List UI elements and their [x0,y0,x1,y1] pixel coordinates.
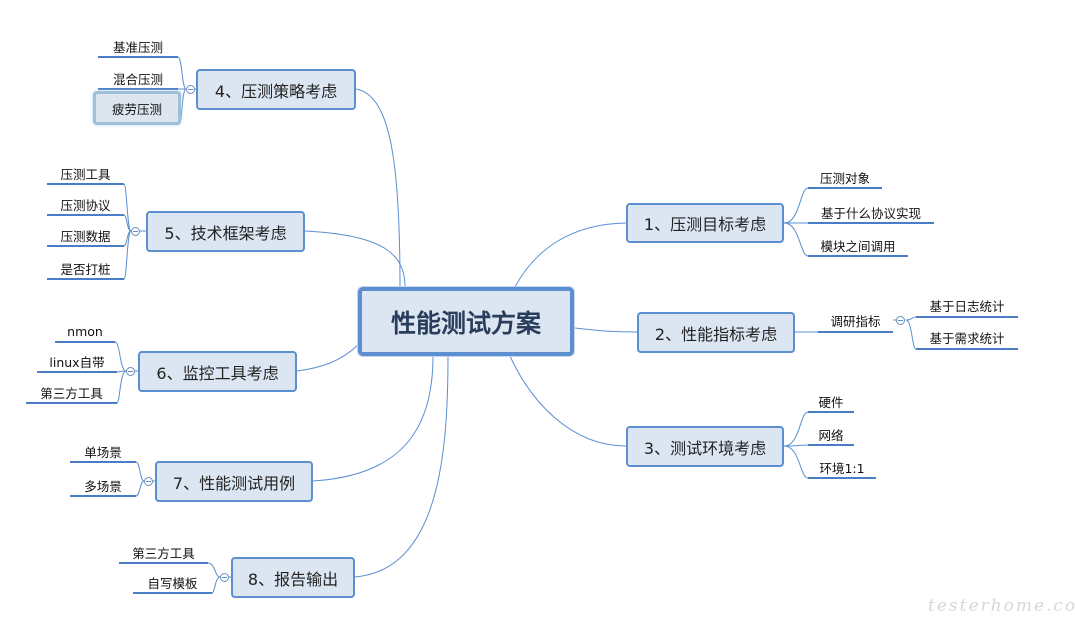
collapse-toggle-icon[interactable] [220,573,229,582]
watermark-text: testerhome.com [928,596,1075,616]
branch-topic-7[interactable]: 7、性能测试用例 [155,461,313,502]
leaf-topic-5-3[interactable]: 压测数据 [47,225,124,247]
leaf-topic-5-1[interactable]: 压测工具 [47,163,124,185]
leaf-topic-2-1[interactable]: 调研指标 [818,310,893,333]
collapse-toggle-icon[interactable] [126,367,135,376]
branch-topic-2[interactable]: 2、性能指标考虑 [637,312,795,353]
leaf-topic-3-1[interactable]: 硬件 [808,391,854,413]
leaf-topic-4-3-selected[interactable]: 疲劳压测 [93,91,181,125]
collapse-toggle-icon[interactable] [186,85,195,94]
branch-topic-8[interactable]: 8、报告输出 [231,557,355,598]
branch-topic-3[interactable]: 3、测试环境考虑 [626,426,784,467]
central-topic[interactable]: 性能测试方案 [358,287,574,356]
leaf-topic-6-1[interactable]: nmon [55,321,115,343]
branch-topic-4[interactable]: 4、压测策略考虑 [196,69,356,110]
collapse-toggle-icon[interactable] [896,316,905,325]
leaf-topic-3-2[interactable]: 网络 [808,424,854,446]
leaf-topic-7-2[interactable]: 多场景 [70,475,136,497]
leaf-topic-6-3[interactable]: 第三方工具 [26,382,117,404]
branch-topic-1[interactable]: 1、压测目标考虑 [626,203,784,243]
leaf-topic-1-2[interactable]: 基于什么协议实现 [808,202,934,224]
collapse-toggle-icon[interactable] [144,477,153,486]
leaf-topic-1-3[interactable]: 模块之间调用 [808,235,908,257]
leaf-topic-4-2[interactable]: 混合压测 [98,68,178,90]
branch-topic-5[interactable]: 5、技术框架考虑 [146,211,305,252]
subleaf-topic-2-1[interactable]: 基于日志统计 [916,295,1018,318]
subleaf-topic-2-2[interactable]: 基于需求统计 [916,327,1018,350]
leaf-topic-6-2[interactable]: linux自带 [37,351,117,373]
leaf-topic-7-1[interactable]: 单场景 [70,441,136,463]
collapse-toggle-icon[interactable] [131,227,140,236]
branch-topic-6[interactable]: 6、监控工具考虑 [138,351,297,392]
leaf-topic-8-2[interactable]: 自写模板 [133,572,212,594]
leaf-topic-1-1[interactable]: 压测对象 [808,168,882,189]
leaf-topic-4-1[interactable]: 基准压测 [98,36,178,58]
leaf-topic-5-2[interactable]: 压测协议 [47,194,124,216]
leaf-topic-8-1[interactable]: 第三方工具 [119,542,208,564]
leaf-topic-5-4[interactable]: 是否打桩 [47,258,124,280]
leaf-topic-3-3[interactable]: 环境1:1 [808,457,876,479]
